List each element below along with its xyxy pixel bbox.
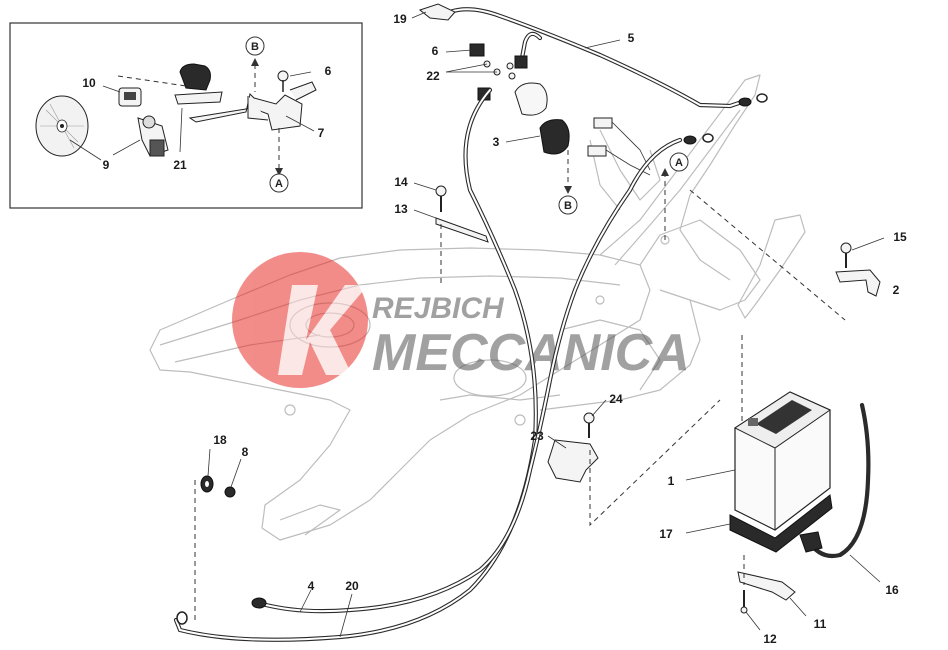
callout-6-inset: 6	[325, 64, 332, 78]
watermark-logo	[232, 252, 368, 388]
callout-8: 8	[242, 445, 249, 459]
callout-22: 22	[426, 69, 440, 83]
part-23-bracket	[547, 439, 599, 483]
callout-2: 2	[893, 283, 900, 297]
part-2-bracket	[835, 269, 881, 297]
part-3-relay	[514, 82, 570, 155]
dash-2	[689, 189, 846, 321]
callout-6-top: 6	[432, 44, 439, 58]
ref-marker-b-top	[245, 36, 265, 56]
dash-23	[589, 399, 721, 527]
watermark-k-mark	[278, 285, 368, 375]
ref-label-a-inset: A	[275, 178, 283, 190]
cable-4	[259, 137, 683, 614]
part-plug-small	[587, 117, 651, 176]
callout-20: 20	[345, 579, 359, 593]
part-switch-body	[137, 115, 169, 157]
callout-18: 18	[213, 433, 227, 447]
part-7-bracket	[188, 81, 317, 131]
callout-1: 1	[668, 474, 675, 488]
callout-5: 5	[628, 31, 635, 45]
callout-17: 17	[659, 527, 673, 541]
part-12-screw	[740, 590, 748, 614]
part-19-cap	[418, 3, 456, 21]
callout-24: 24	[609, 392, 623, 406]
watermark-line1: REJBICH	[372, 292, 505, 325]
ref-marker-b-main	[558, 195, 578, 215]
arrow-down-b-main	[564, 186, 572, 194]
part-9-disc	[35, 95, 89, 157]
watermark-circle	[232, 252, 368, 388]
callout-23: 23	[530, 429, 544, 443]
part-8-nut	[224, 486, 236, 498]
ref-label-a-main: A	[675, 157, 683, 169]
part-16-strap	[799, 402, 871, 559]
callout-4: 4	[308, 579, 315, 593]
arrow-down-a-inset	[275, 168, 283, 176]
callout-9: 9	[103, 158, 110, 172]
callout-10: 10	[82, 76, 96, 90]
part-13-tie	[435, 217, 489, 243]
cable-5	[447, 7, 751, 109]
callout-19: 19	[393, 12, 407, 26]
inset-box	[9, 22, 363, 209]
callout-12: 12	[763, 632, 777, 646]
ref-marker-a-inset	[269, 173, 289, 193]
inset-dash-10	[117, 75, 187, 87]
callout-15: 15	[893, 230, 907, 244]
part-1-battery	[733, 391, 832, 531]
part-11-bracket	[737, 571, 796, 601]
part-14-screw	[435, 185, 447, 212]
callout-14: 14	[394, 175, 408, 189]
part-21-knob	[174, 63, 223, 105]
terminals-bottom-left	[176, 597, 267, 625]
arrow-up-b-inset	[251, 58, 259, 66]
part-18-washer	[200, 475, 214, 493]
part-17-pad	[729, 494, 833, 553]
terminals-top-right	[683, 93, 768, 145]
ref-marker-a-main	[669, 152, 689, 172]
callout-16: 16	[885, 583, 899, 597]
ref-label-b-top: B	[251, 41, 259, 53]
part-24-screw	[583, 412, 595, 438]
callout-21: 21	[173, 158, 187, 172]
part-6-screw-inset	[277, 70, 289, 92]
callout-3: 3	[493, 135, 500, 149]
callout-11: 11	[814, 617, 827, 631]
part-15-bolt	[840, 242, 852, 268]
callout-13: 13	[394, 202, 408, 216]
part-10-connector	[118, 87, 142, 107]
ref-label-b-main: B	[564, 200, 572, 212]
callout-7: 7	[318, 126, 325, 140]
